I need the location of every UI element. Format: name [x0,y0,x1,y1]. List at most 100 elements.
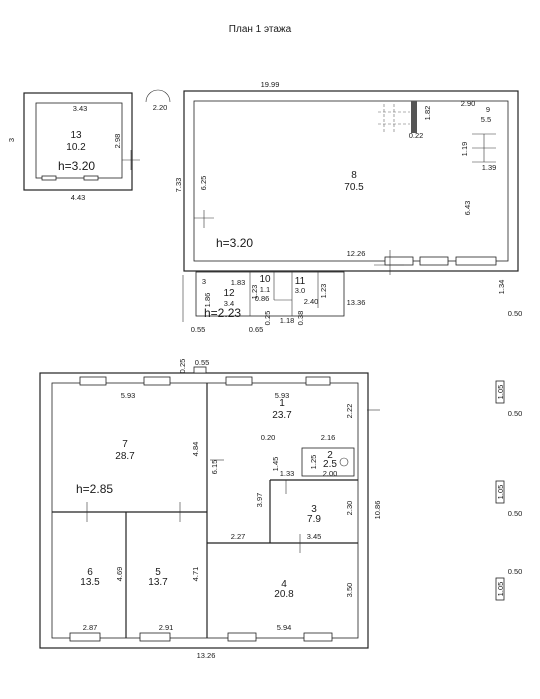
porch-dim-15: 3 [202,277,206,286]
room-10-number: 10 [259,274,271,285]
room-2-dim-b: 2.16 [321,433,336,442]
porch-dim-2: 1.23 [250,285,259,300]
room-3-number: 3 [311,504,317,515]
gap-dim: 2.20 [153,103,168,112]
room-9-number: 9 [486,105,490,114]
room-7-width: 5.93 [121,391,136,400]
porch-dim-5: 2.40 [304,297,319,306]
room-3-area: 7.9 [307,514,321,525]
room-9-d3: 1.39 [482,163,497,172]
room-11-area: 3.0 [295,286,305,295]
room-2-area: 2.5 [323,459,337,470]
room-2-dim-f: 2.00 [323,469,338,478]
room-6-width: 2.87 [83,623,98,632]
porch-dim-7: 0.25 [263,311,272,326]
room-3-dim-c: 3.45 [307,532,322,541]
room-1-area: 23.7 [272,410,292,421]
room-4-height: 3.50 [345,583,354,598]
room-2-dim-c: 1.45 [271,457,280,472]
room-5-area: 13.7 [148,577,168,588]
annex-room-13 [23,92,140,191]
room-1-height: 6.15 [210,460,219,475]
room-9-h: 1.82 [423,106,432,121]
main-inner-right: 6.43 [463,201,472,216]
porch-dim-12: 0.55 [191,325,206,334]
annex-left-mark: 3 [7,138,16,142]
room-8-area: 70.5 [344,182,364,193]
room-1-width: 5.93 [275,391,290,400]
room-9-w: 2.90 [461,99,476,108]
porch-dim-9: 0.38 [296,311,305,326]
annex-width-top: 3.43 [73,104,88,113]
main-height: h=3.20 [216,236,253,250]
room-7-area: 28.7 [115,451,135,462]
room-9-stairs [378,101,496,163]
room-9-d1: 0.22 [409,131,424,140]
bottom-total-height: 10.86 [373,501,382,520]
room-12-number: 12 [223,288,235,299]
room-2-dim-a: 0.20 [261,433,276,442]
room-7-number: 7 [122,439,128,450]
room-4-number: 4 [281,579,287,590]
porch-dim-3: 1.86 [203,293,212,308]
room-4-area: 20.8 [274,589,294,600]
right-mark-2: 0.50 [508,409,523,418]
porch-dim-4: 0.86 [255,294,270,303]
room-3-dim-a: 3.97 [255,493,264,508]
room-9-d2: 1.19 [460,142,469,157]
bottom-top-mark-2: 0.55 [195,358,210,367]
porch-dim-11: 1.34 [497,280,506,295]
room-6-number: 6 [87,567,93,578]
room-10-area: 1.1 [260,285,270,294]
right-mark-3: 1.05 [496,485,505,500]
bottom-top-mark-1: 0.25 [178,359,187,374]
main-building [183,90,519,275]
annex-height: h=3.20 [58,159,95,173]
room-7-height: 4.84 [191,442,200,457]
right-mark-4: 0.50 [508,509,523,518]
room-1-number: 1 [279,398,285,409]
bottom-total-width: 13.26 [197,651,216,660]
bottom-height: h=2.85 [76,482,113,496]
room-13-area: 10.2 [66,142,86,153]
porch-dim-14: 0.50 [508,309,523,318]
porch-dim-13: 0.65 [249,325,264,334]
porch-height: h=2.23 [204,306,241,320]
main-bottom-inner: 12.26 [347,249,366,258]
room-2-number: 2 [327,450,333,461]
room-2-dim-d: 1.25 [309,455,318,470]
room-5-height: 4.71 [191,567,200,582]
room-5-width: 2.91 [159,623,174,632]
plan-title: План 1 этажа [229,24,292,35]
bottom-building [39,366,380,649]
room-5-number: 5 [155,567,161,578]
room-1-side: 2.22 [345,404,354,419]
right-window-marks [495,380,505,601]
main-inner-left: 6.25 [199,176,208,191]
annex-width-bottom: 4.43 [71,193,86,202]
right-mark-5: 0.50 [508,567,523,576]
room-9-area: 5.5 [481,115,491,124]
porch-dim-8: 1.18 [280,316,295,325]
main-width-top: 19.99 [261,80,280,89]
room-11-number: 11 [295,276,306,287]
porch-block [182,271,345,322]
room-12-area: 3.4 [224,299,234,308]
porch-dim-1: 1.83 [231,278,246,287]
room-2-dim-e: 1.33 [280,469,295,478]
room-3-dim-b: 2.30 [345,501,354,516]
porch-dim-6: 1.23 [319,284,328,299]
right-mark-6: 1.05 [496,582,505,597]
annex-side-dim: 2.98 [113,134,122,149]
door-arc [145,89,171,103]
right-mark-1: 1.05 [496,385,505,400]
main-height-left: 7.33 [174,178,183,193]
room-13-number: 13 [70,130,82,141]
room-8-number: 8 [351,170,357,181]
porch-dim-10: 13.36 [347,298,366,307]
room-4-width: 5.94 [277,623,292,632]
room-3-dim-d: 2.27 [231,532,246,541]
room-6-height: 4.69 [115,567,124,582]
room-6-area: 13.5 [80,577,100,588]
